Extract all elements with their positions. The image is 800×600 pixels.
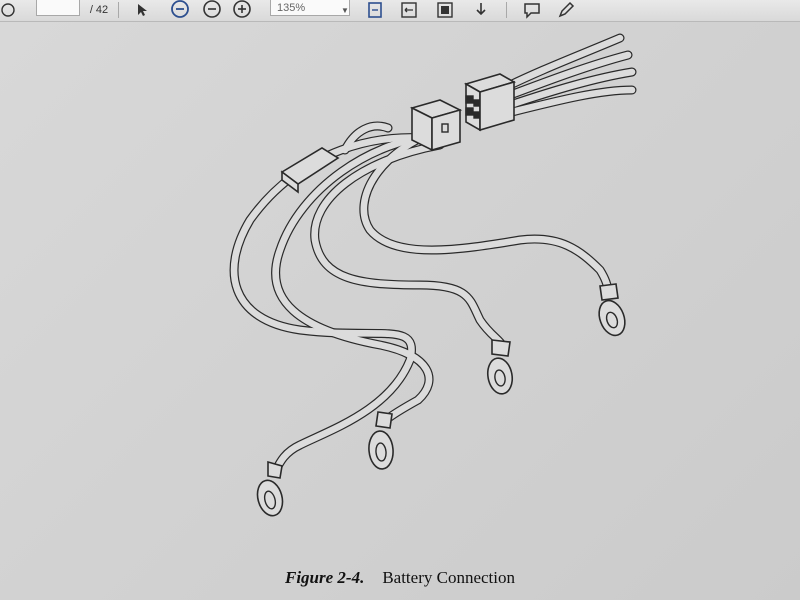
chevron-down-icon[interactable]: ▼ (341, 5, 349, 15)
figure-caption: Figure 2-4. Battery Connection (0, 568, 800, 588)
download-icon[interactable] (470, 0, 492, 20)
ring-terminal-3 (486, 339, 514, 395)
figure-title: Battery Connection (382, 568, 515, 587)
fuse-holder (280, 147, 340, 194)
zoom-in-icon[interactable] (230, 0, 254, 20)
ring-terminal-2 (368, 411, 394, 470)
zoom-minus-icon[interactable] (200, 0, 224, 20)
document-page: Figure 2-4. Battery Connection (0, 22, 800, 600)
fit-page-icon[interactable] (364, 0, 386, 20)
harness-connector-male (463, 73, 517, 132)
battery-connection-figure (229, 33, 637, 517)
page-number-input[interactable] (36, 0, 80, 16)
comment-icon[interactable] (520, 0, 544, 20)
pen-icon[interactable] (554, 0, 578, 20)
fit-width-icon[interactable] (398, 0, 420, 20)
harness-connector-female (409, 99, 463, 152)
toolbar-divider (118, 2, 119, 18)
toolbar-divider (506, 2, 507, 18)
page-count: / 42 (89, 4, 109, 16)
nav-back-icon[interactable] (0, 0, 16, 20)
ring-terminal-1 (256, 460, 284, 517)
ring-terminal-4 (598, 283, 626, 337)
pdf-toolbar: / 42 135% ▼ (0, 0, 800, 22)
select-tool-icon[interactable] (132, 0, 152, 20)
figure-number: Figure 2-4. (284, 568, 365, 587)
snapshot-icon[interactable] (434, 0, 456, 20)
zoom-out-icon[interactable] (168, 0, 192, 20)
zoom-level-select[interactable]: 135% (270, 0, 350, 16)
